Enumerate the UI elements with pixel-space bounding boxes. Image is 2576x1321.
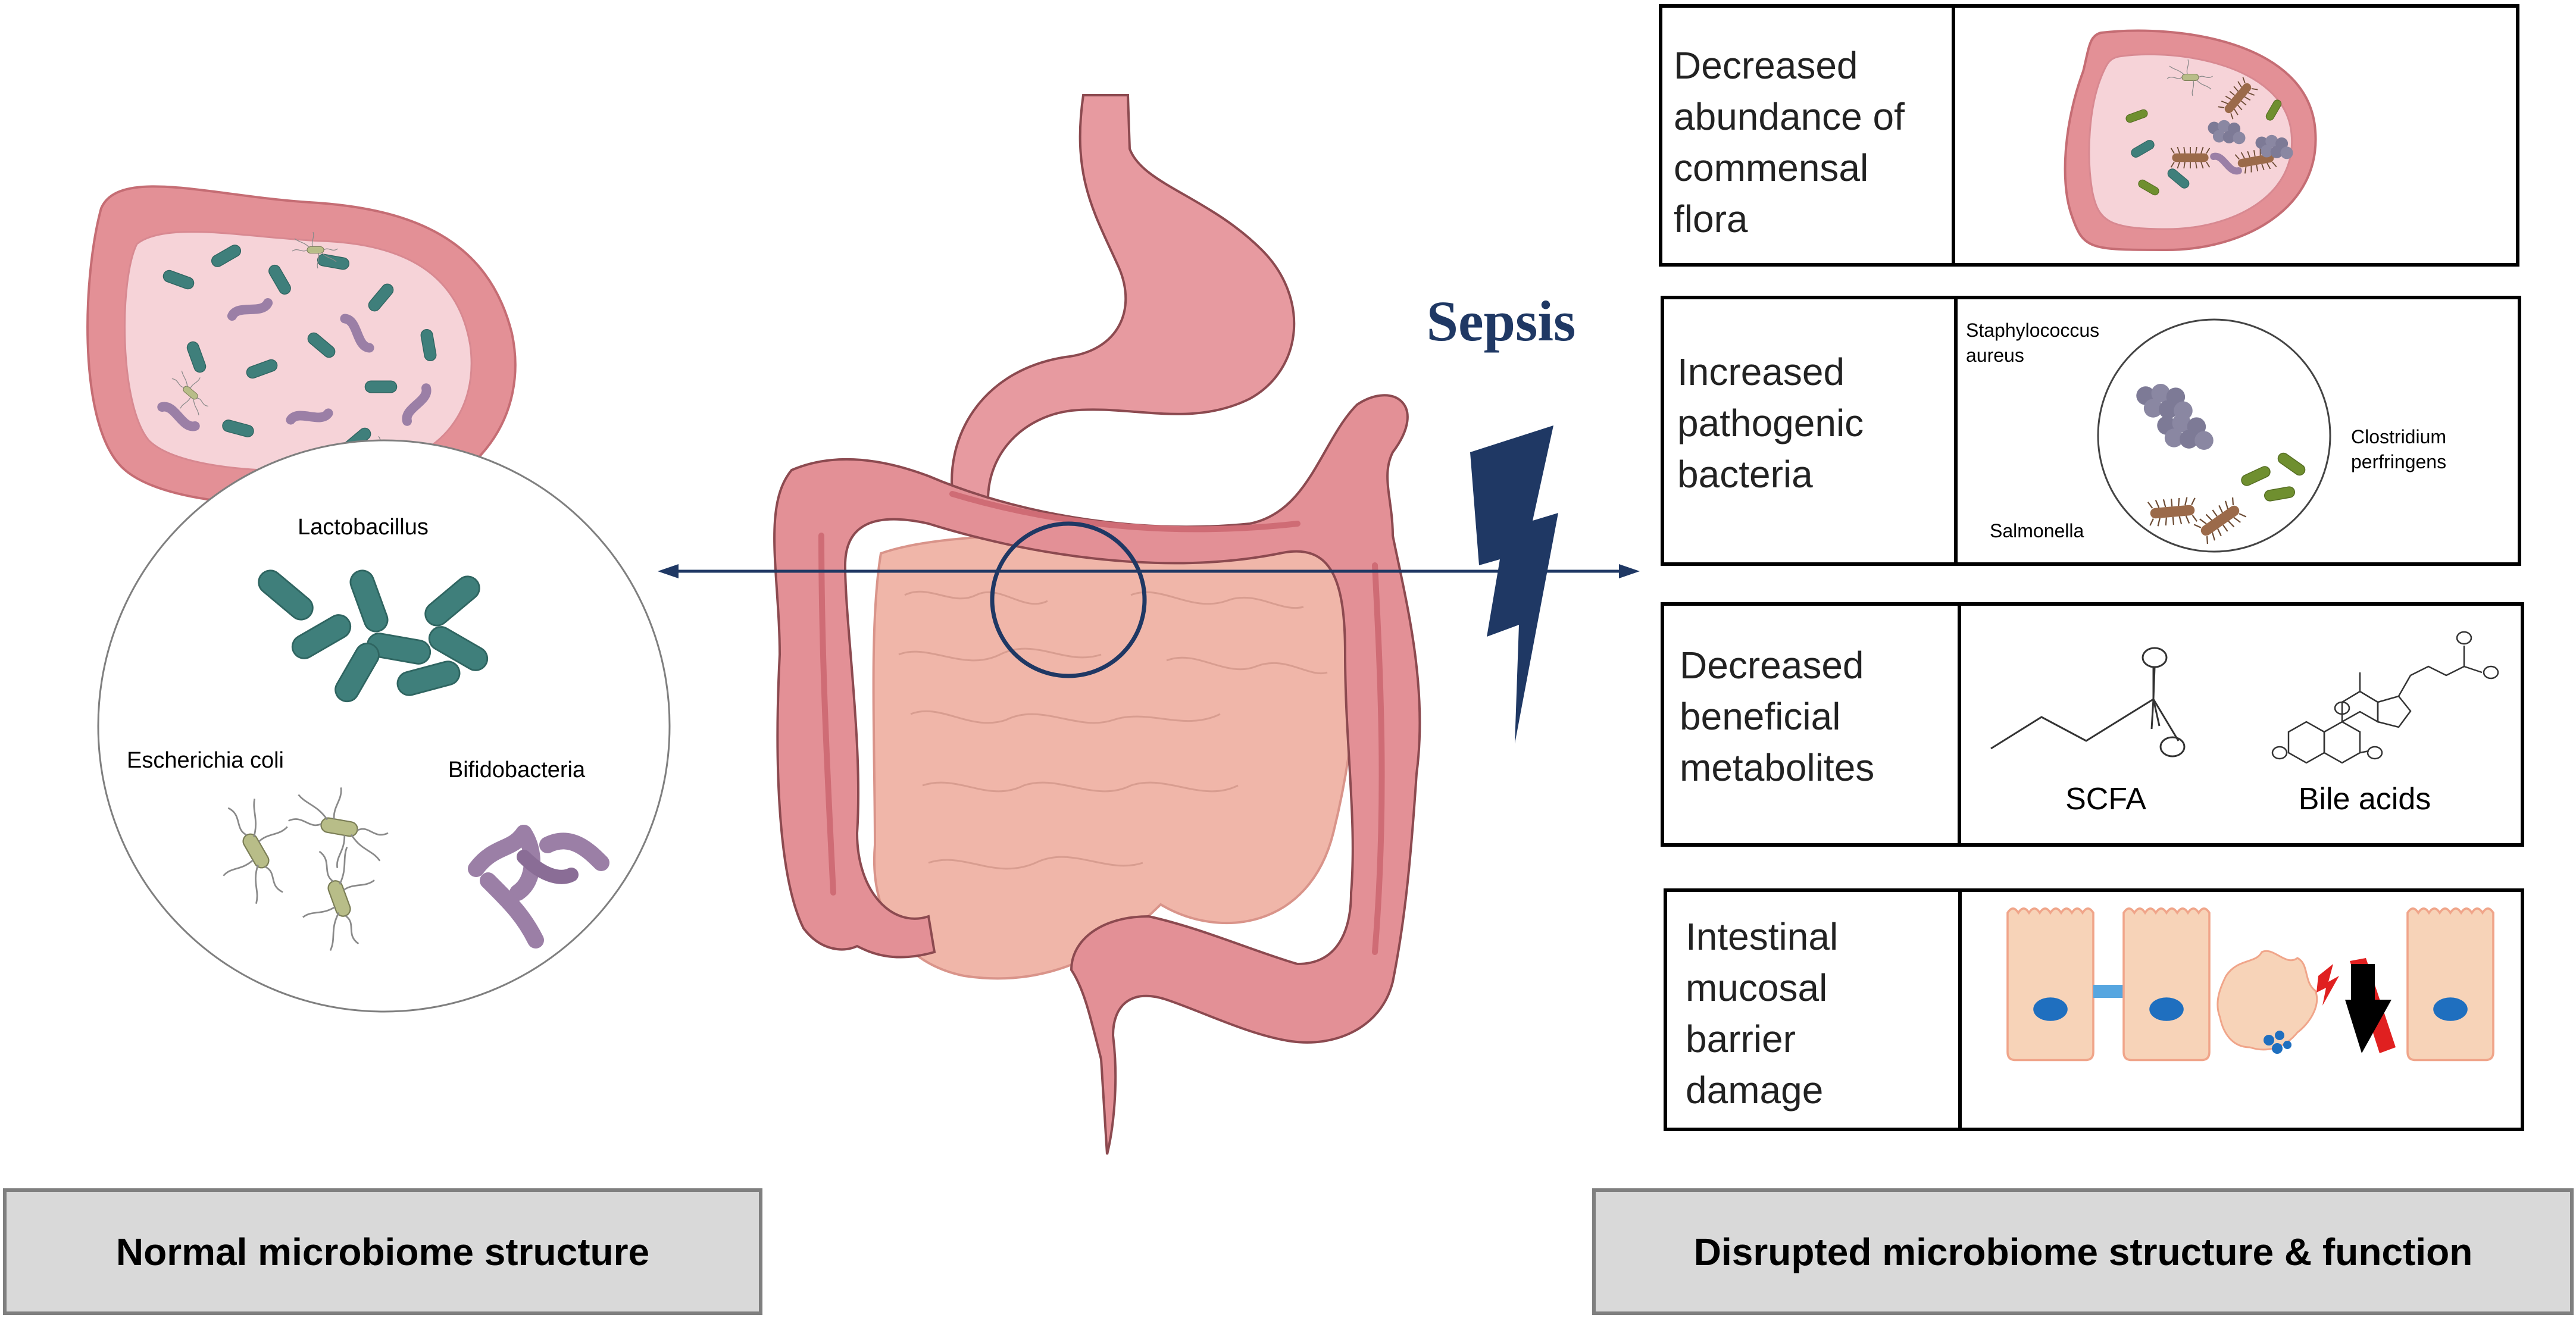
large-intestine bbox=[773, 394, 1421, 1155]
panel-intestinal-barrier-damage: Intestinal mucosal barrier damage bbox=[1664, 888, 2524, 1131]
tight-junction bbox=[2093, 985, 2123, 998]
lightning-bolt-icon bbox=[1470, 425, 1558, 744]
stomach bbox=[951, 94, 1296, 502]
label-clostridium-perfringens: Clostridium perfringens bbox=[2351, 426, 2452, 472]
label-bifidobacteria: Bifidobacteria bbox=[448, 757, 586, 782]
panel-decreased-beneficial-metabolites: Decreased beneficial metabolites SCFA bbox=[1661, 602, 2524, 847]
bile-acid-structure bbox=[2271, 631, 2499, 764]
colon-magnifier-circle bbox=[990, 521, 1147, 678]
small-intestine bbox=[872, 533, 1358, 980]
footer-normal-structure: Normal microbiome structure bbox=[3, 1188, 762, 1315]
panel-1-text: Decreased abundance of commensal flora bbox=[1674, 44, 1915, 240]
scfa-structure bbox=[1990, 647, 2186, 757]
label-bile-acids: Bile acids bbox=[2299, 782, 2431, 816]
damaged-cell bbox=[2217, 950, 2318, 1051]
panel-3-text: Decreased beneficial metabolites bbox=[1680, 644, 1874, 789]
digestive-tract-illustration bbox=[658, 94, 1640, 1155]
normal-intestine-section bbox=[86, 185, 517, 507]
footer-normal-label: Normal microbiome structure bbox=[116, 1231, 649, 1273]
epithelial-cells bbox=[2006, 907, 2494, 1062]
normal-flora-magnifier: Lactobacillus Escherichia coli Bifidobac… bbox=[97, 439, 671, 1013]
label-scfa: SCFA bbox=[2065, 782, 2146, 816]
sepsis-label: Sepsis bbox=[1427, 289, 1576, 353]
footer-disrupted-label: Disrupted microbiome structure & functio… bbox=[1694, 1231, 2473, 1273]
arrow-head-right bbox=[1619, 564, 1640, 578]
bifidobacteria-cluster bbox=[468, 825, 609, 949]
damage-arrow-icon bbox=[2316, 958, 2396, 1053]
colon-haustra bbox=[818, 491, 1385, 955]
label-lactobacillus: Lactobacillus bbox=[298, 515, 429, 540]
label-staphylococcus-aureus: Staphylococcus aureus bbox=[1966, 320, 2105, 366]
panel-2-text: Increased pathogenic bacteria bbox=[1677, 350, 1874, 496]
panel-decreased-commensal-flora: Decreased abundance of commensal flora bbox=[1659, 4, 2519, 267]
label-salmonella: Salmonella bbox=[1990, 520, 2084, 541]
reduced-flora-section bbox=[2064, 29, 2317, 252]
label-escherichia-coli: Escherichia coli bbox=[127, 748, 284, 773]
footer-disrupted-structure: Disrupted microbiome structure & functio… bbox=[1592, 1188, 2574, 1315]
panel-4-text: Intestinal mucosal barrier damage bbox=[1686, 915, 1849, 1112]
panel-increased-pathogenic-bacteria: Increased pathogenic bacteria Staphyloco… bbox=[1661, 296, 2521, 566]
small-intestine-folds bbox=[898, 590, 1328, 870]
arrow-head-left bbox=[658, 564, 679, 578]
